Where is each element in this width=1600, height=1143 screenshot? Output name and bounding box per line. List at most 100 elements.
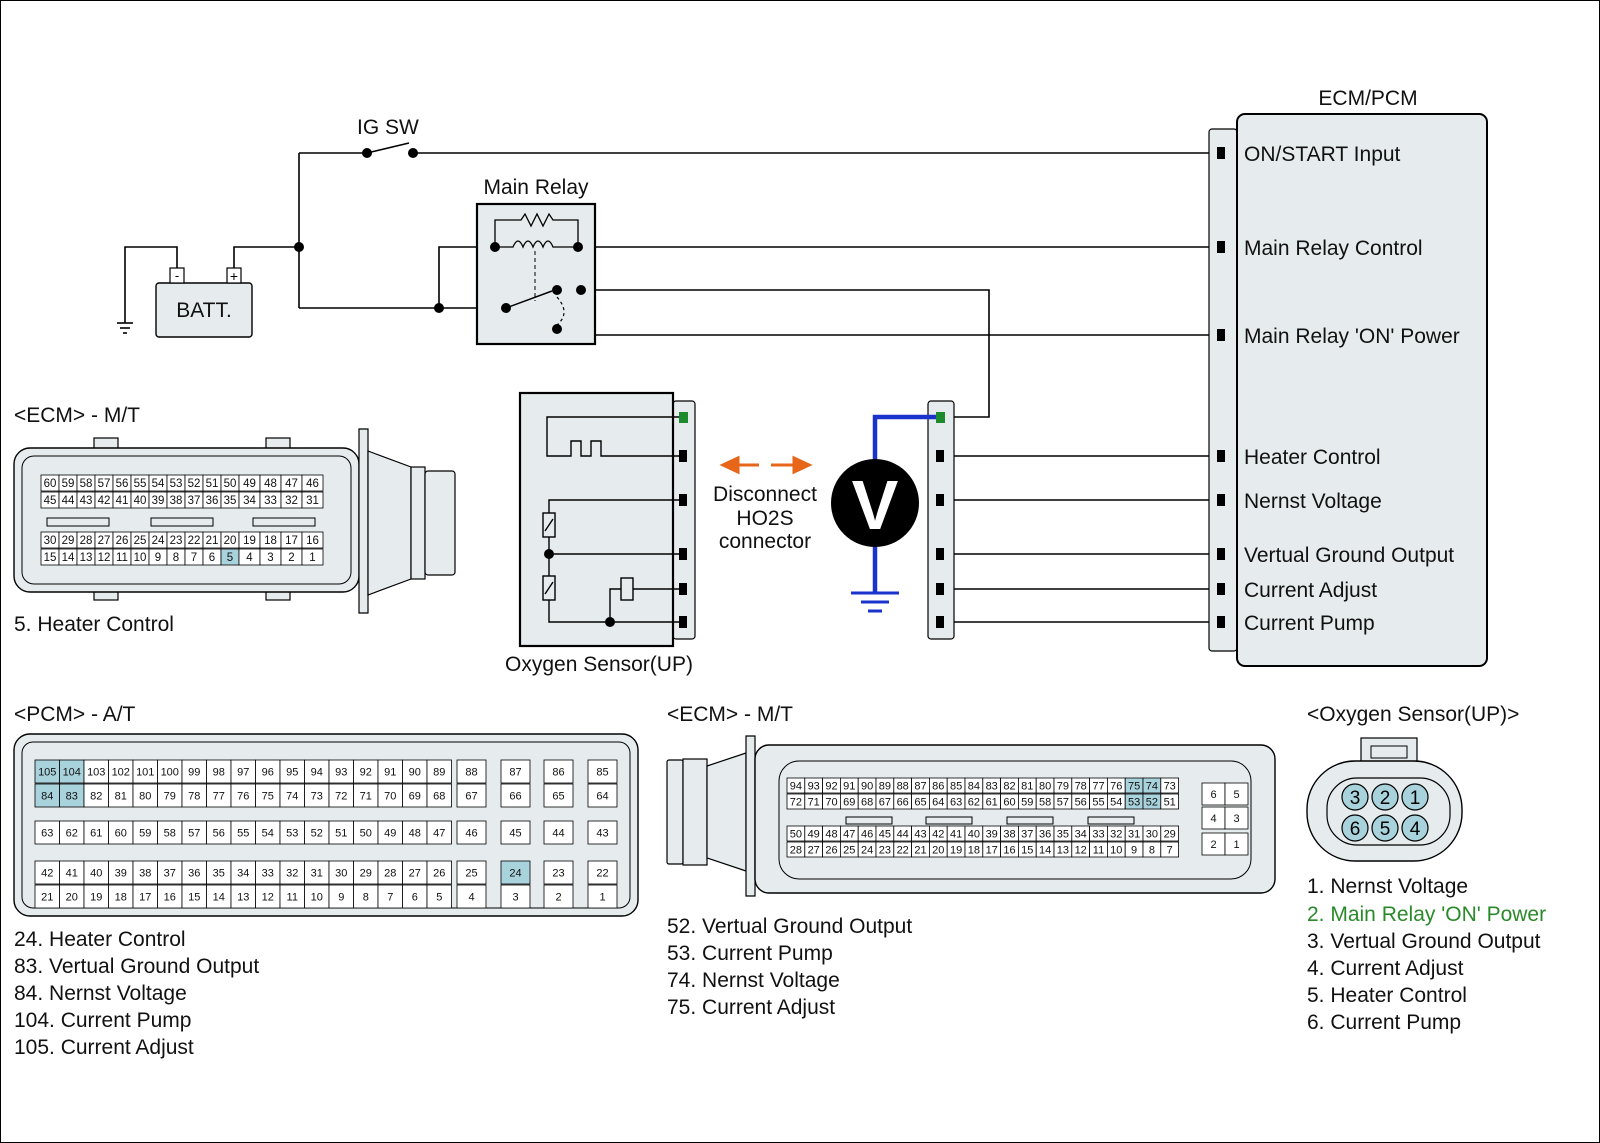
pin-cell [500,759,531,784]
disconnect-label-1: Disconnect [713,483,817,506]
ecm-bottom-legend-0: 52. Vertual Ground Output [667,915,912,938]
pin-number: 49 [808,829,820,841]
o2-pin [1401,814,1429,842]
pin-number: 2 [555,892,561,904]
ecm-pcm-block: ECM/PCM ON/START Input Main Relay Contro… [1208,87,1488,667]
pin-cell [543,759,574,784]
pin-number: 71 [360,791,372,803]
pin-number: 22 [897,845,909,857]
pin-number: 3 [512,892,518,904]
pin-cell [456,783,487,808]
pin-number: 19 [243,535,256,547]
pin-number: 77 [213,791,225,803]
pin-number: 31 [311,868,323,880]
pin-number: 100 [161,767,179,779]
pin-number: 59 [139,828,151,840]
pin-number: 93 [808,781,820,793]
pin-cell [426,860,452,885]
pin-cell [1224,806,1249,830]
pin-number: 11 [287,892,298,904]
pin-number: 64 [932,797,944,809]
pin-number: 10 [1110,845,1122,857]
disconnect-arrows [719,455,813,475]
pin-number: 5 [227,552,233,564]
o2-legend-2: 3. Vertual Ground Output [1307,930,1541,953]
pin-number: 36 [1039,829,1051,841]
pin-number: 33 [264,495,277,507]
pin-number: 64 [596,791,608,803]
o2-pin-number: 3 [1350,788,1361,809]
pin-number: 17 [139,892,151,904]
pin-number: 34 [237,868,249,880]
pin-number: 60 [44,478,57,490]
pin-number: 28 [790,845,802,857]
pin-number: 54 [152,478,165,490]
pin-number: 6 [412,892,418,904]
pin-number: 47 [285,478,298,490]
pin-number: 63 [41,828,53,840]
pin-number: 40 [134,495,147,507]
pin-number: 85 [950,781,962,793]
o2-pin-number: 2 [1380,788,1391,809]
pin-number: 3 [267,552,273,564]
pin-number: 45 [509,828,521,840]
pin-number: 48 [825,829,837,841]
pin-number: 78 [1075,781,1087,793]
pin-number: 66 [509,791,521,803]
pin-number: 37 [188,495,201,507]
pcm-legend-1: 83. Vertual Ground Output [14,955,259,978]
pin-number: 86 [932,781,944,793]
pin-number: 2 [288,552,294,564]
ecm-mt-top-legend-0: 5. Heater Control [14,613,174,636]
pin-number: 8 [363,892,369,904]
pin-number: 48 [264,478,277,490]
pin-number: 20 [224,535,237,547]
pin-number: 10 [134,552,147,564]
pin-number: 14 [213,892,225,904]
pin-number: 61 [90,828,102,840]
pin-number: 17 [285,535,298,547]
pin-number: 59 [62,478,75,490]
pin-number: 75 [262,791,274,803]
pin-number: 92 [825,781,837,793]
pin-number: 42 [98,495,111,507]
pcm-legend-0: 24. Heater Control [14,928,186,951]
o2-legend-3: 4. Current Adjust [1307,957,1464,980]
pin-number: 58 [80,478,93,490]
pin-number: 40 [968,829,980,841]
pin-number: 43 [80,495,93,507]
pin-number: 26 [825,845,837,857]
ecm-terminal-heater-control: Heater Control [1244,446,1381,469]
pin-number: 41 [66,868,78,880]
pin-number: 58 [164,828,176,840]
pcm-legend-4: 105. Current Adjust [14,1036,194,1059]
pin-number: 50 [790,829,802,841]
pin-number: 55 [237,828,249,840]
pin-number: 103 [87,767,105,779]
pcm-legend-3: 104. Current Pump [14,1009,191,1032]
pin-number: 37 [1021,829,1033,841]
pin-cell [456,759,487,784]
pin-number: 95 [286,767,298,779]
ecm-terminal-current-pump: Current Pump [1244,612,1375,635]
pin-number: 91 [384,767,396,779]
pin-number: 47 [433,828,445,840]
battery: - + BATT. [155,267,253,338]
pin-cell [456,820,487,845]
pin-number: 80 [1039,781,1051,793]
junction-dots [294,242,444,313]
pin-number: 7 [387,892,393,904]
pin-cell [543,820,574,845]
pin-number: 16 [306,535,319,547]
pin-number: 59 [1021,797,1033,809]
ecm-terminal-main-relay-control: Main Relay Control [1244,237,1423,260]
pin-number: 83 [66,791,78,803]
pin-number: 14 [1039,845,1051,857]
pin-number: 39 [115,868,127,880]
pin-number: 67 [465,791,477,803]
batt-neg: - [175,268,179,283]
pin-number: 18 [264,535,277,547]
